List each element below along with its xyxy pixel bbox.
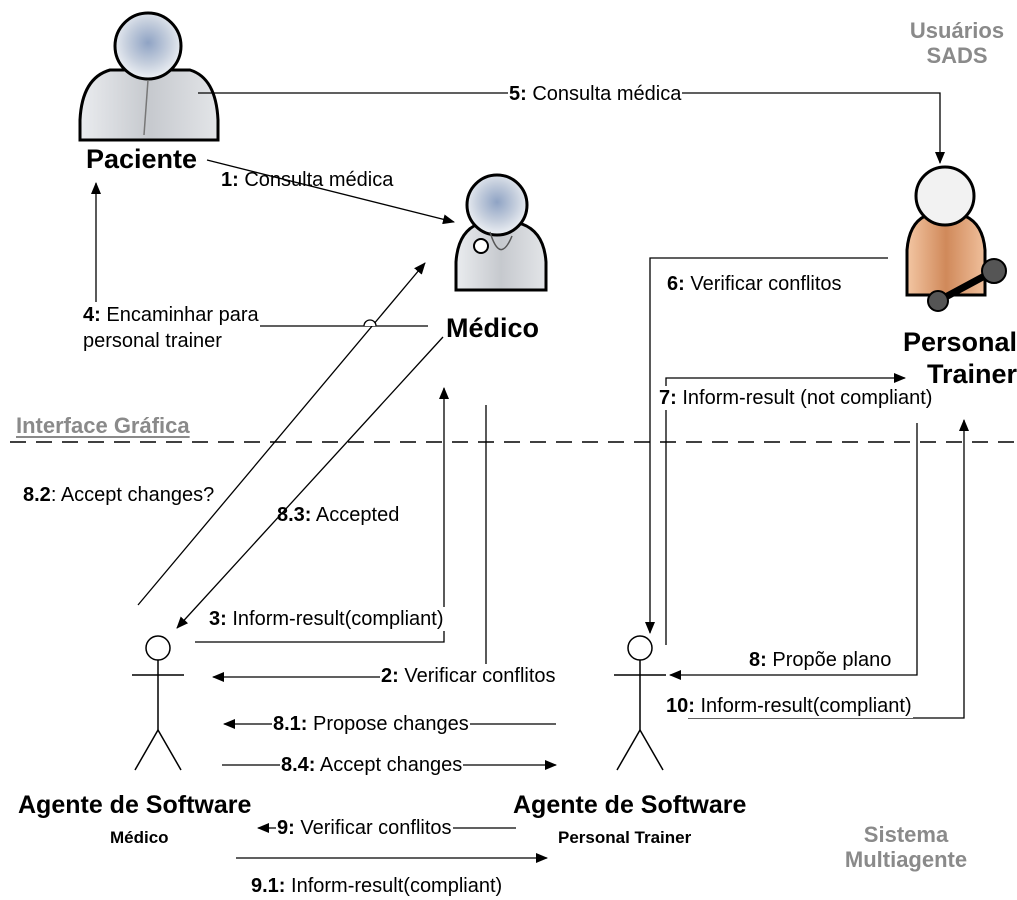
msg81-label: 8.1: Propose changes (272, 712, 470, 736)
msg84-label: 8.4: Accept changes (280, 753, 464, 777)
msg6-text: Verificar conflitos (690, 273, 842, 295)
agent-medico-subtitle: Médico (110, 828, 169, 847)
msg9-num: 9: (277, 817, 295, 839)
msg10-num: 10: (666, 695, 695, 717)
msg5-text: Consulta médica (532, 83, 682, 105)
msg5-line (198, 92, 945, 164)
msg4-num: 4: (83, 304, 101, 326)
msg91-text: Inform-result(compliant) (291, 875, 503, 897)
msg5-num: 5: (509, 83, 527, 105)
section-usuarios-label: Usuários SADS (909, 18, 1005, 68)
section-sistema-multiagente: Sistema Multiagente (806, 822, 986, 872)
msg2-label: 2: Verificar conflitos (380, 664, 557, 688)
line-crossing-hop (363, 319, 377, 327)
msg83-text: Accepted (315, 504, 400, 526)
personal-trainer-icon (905, 165, 1007, 312)
agent-pt-title: Agente de Software (513, 791, 747, 819)
msg8-num: 8: (749, 649, 767, 671)
actor-personal-trainer-label: Personal Trainer (884, 326, 1017, 390)
msg84-num: 8.4: (281, 754, 316, 776)
msg1-label: 1: Consulta médica (220, 168, 394, 192)
msg6-label: 6: Verificar conflitos (666, 272, 843, 296)
msg7-num: 7: (659, 387, 677, 409)
agent-medico-stick-figure-icon (132, 635, 184, 771)
msg3-line (195, 387, 449, 643)
msg82-num: 8.2 (23, 484, 51, 506)
msg1-text: Consulta médica (244, 169, 394, 191)
agent-pt-stick-figure-icon (614, 635, 666, 771)
patient-icon (78, 11, 220, 142)
msg8-line (669, 423, 918, 680)
msg3-num: 3: (209, 608, 227, 630)
msg6-num: 6: (667, 273, 685, 295)
msg83-num: 8.3: (277, 504, 312, 526)
msg81-text: Propose changes (313, 713, 469, 735)
msg6-line (645, 257, 888, 634)
msg1-line (206, 159, 455, 225)
msg82-text: : Accept changes? (50, 484, 215, 506)
msg1-num: 1: (221, 169, 239, 191)
msg8-text: Propõe plano (772, 649, 892, 671)
msg5-label: 5: Consulta médica (508, 82, 683, 106)
msg2-num: 2: (381, 665, 399, 687)
msg81-num: 8.1: (273, 713, 308, 735)
msg2-text: Verificar conflitos (404, 665, 556, 687)
msg8-label: 8: Propõe plano (748, 648, 893, 672)
msg82-label: 8.2: Accept changes? (22, 483, 216, 507)
msg83-line (176, 336, 444, 629)
actor-medico-label: Médico (446, 313, 540, 343)
section-sistema-label: Sistema Multiagente (844, 822, 968, 872)
actor-personal-trainer-text: Personal Trainer (902, 327, 1017, 389)
msg4-text2: personal trainer (83, 330, 222, 352)
agent-medico-title: Agente de Software (18, 791, 252, 819)
msg84-text: Accept changes (319, 754, 463, 776)
msg2-line (212, 405, 487, 682)
section-interface-grafica: Interface Gráfica (16, 413, 190, 438)
msg3-text: Inform-result(compliant) (232, 608, 444, 630)
agent-pt-subtitle: Personal Trainer (558, 828, 692, 847)
msg7-text: Inform-result (not compliant) (682, 387, 933, 409)
msg7-label: 7: Inform-result (not compliant) (658, 386, 934, 410)
msg10-line (688, 419, 969, 719)
msg3-label: 3: Inform-result(compliant) (208, 607, 445, 631)
msg10-label: 10: Inform-result(compliant) (665, 694, 913, 718)
msg82-line (137, 262, 426, 606)
msg83-label: 8.3: Accepted (276, 503, 400, 527)
msg9-label: 9: Verificar conflitos (276, 816, 453, 840)
msg9-text: Verificar conflitos (300, 817, 452, 839)
doctor-icon (454, 173, 548, 292)
actor-paciente-label: Paciente (86, 144, 198, 174)
msg4-label: 4: Encaminhar para personal trainer (82, 302, 260, 354)
msg91-num: 9.1: (251, 875, 286, 897)
msg4-text: Encaminhar para (106, 304, 259, 326)
msg10-text: Inform-result(compliant) (700, 695, 912, 717)
msg7-line (665, 373, 906, 645)
section-usuarios-sads: Usuários SADS (880, 18, 1012, 68)
msg91-label: 9.1: Inform-result(compliant) (250, 874, 504, 898)
